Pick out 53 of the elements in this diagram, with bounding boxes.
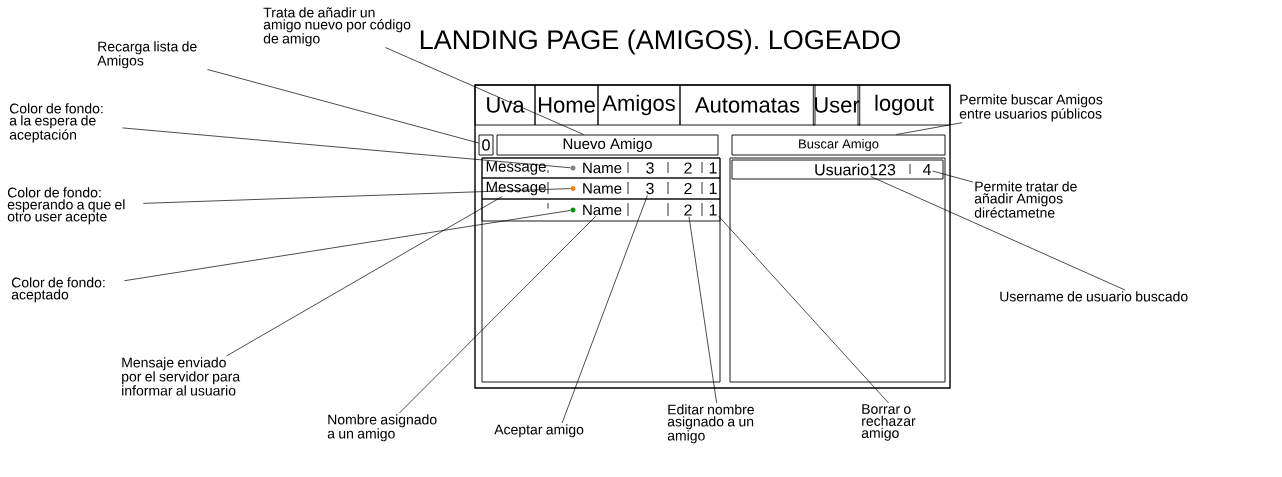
list-row bbox=[481, 157, 721, 179]
action-number: 2 bbox=[684, 204, 692, 216]
name-text: Name bbox=[583, 183, 622, 194]
leader-line bbox=[870, 176, 1126, 291]
annotation-text: Username de usuario buscado bbox=[1000, 291, 1188, 302]
action-number: 4 bbox=[922, 164, 931, 175]
nav-tab: Home bbox=[534, 84, 599, 126]
action-number: 1 bbox=[709, 183, 717, 194]
leader-line bbox=[143, 188, 571, 204]
leader-line bbox=[207, 69, 479, 144]
annotation-text: Editar nombre asignado a un amigo bbox=[667, 404, 754, 444]
action-number: 1 bbox=[709, 204, 717, 216]
reload-button: 0 bbox=[478, 134, 494, 156]
annotation-text: Borrar o rechazar amigo bbox=[861, 404, 916, 441]
nav-tab: Amigos bbox=[597, 84, 681, 126]
search-panel bbox=[729, 157, 946, 383]
annotation-text: Nombre asignado a un amigo bbox=[327, 414, 437, 442]
message-text: Message bbox=[486, 161, 546, 175]
annotation-text: Color de fondo: aceptado bbox=[11, 277, 105, 303]
action-number: 1 bbox=[709, 162, 717, 174]
action-number: 3 bbox=[646, 162, 654, 174]
leader-line bbox=[385, 47, 585, 135]
leader-line bbox=[932, 170, 974, 183]
nav-tab: Automatas bbox=[679, 84, 816, 126]
action-number: 3 bbox=[646, 182, 654, 195]
leader-line bbox=[688, 216, 717, 404]
annotation-text: Trata de añadir un amigo nuevo por código de amigo bbox=[263, 7, 411, 47]
username-text: Usuario123 bbox=[815, 163, 896, 176]
input-field: Nuevo Amigo bbox=[496, 134, 719, 156]
message-text: Message bbox=[486, 181, 546, 196]
annotation-text: Recarga lista de Amigos bbox=[97, 41, 197, 69]
action-number: 2 bbox=[684, 162, 692, 174]
annotation-text: Permite tratar de añadir Amigos diréctametne bbox=[974, 181, 1077, 218]
leader-line bbox=[226, 196, 503, 357]
result-row bbox=[731, 159, 944, 180]
page-title: LANDING PAGE (AMIGOS). LOGEADO bbox=[420, 29, 900, 55]
nav-tab: Uva bbox=[474, 84, 536, 126]
list-row bbox=[481, 177, 721, 200]
annotation-text: Color de fondo: esperando a que el otro user acepte bbox=[7, 187, 125, 225]
annotation-text: Aceptar amigo bbox=[494, 424, 584, 438]
annotation-text: Mensaje enviado por el servidor para informar al usuario bbox=[122, 357, 241, 396]
leader-line bbox=[122, 127, 571, 169]
action-number: 2 bbox=[684, 182, 692, 195]
leader-line bbox=[124, 210, 571, 282]
leader-line bbox=[561, 195, 648, 424]
annotation-text: Color de fondo: a la espera de aceptación bbox=[9, 103, 103, 143]
leader-line bbox=[399, 216, 596, 414]
name-text: Name bbox=[583, 204, 622, 216]
name-text: Name bbox=[583, 162, 622, 174]
leader-line bbox=[718, 215, 889, 404]
list-row bbox=[481, 198, 721, 222]
annotation-text: Permite buscar Amigos entre usuarios públicos bbox=[959, 94, 1103, 122]
input-field: Buscar Amigo bbox=[731, 134, 946, 156]
